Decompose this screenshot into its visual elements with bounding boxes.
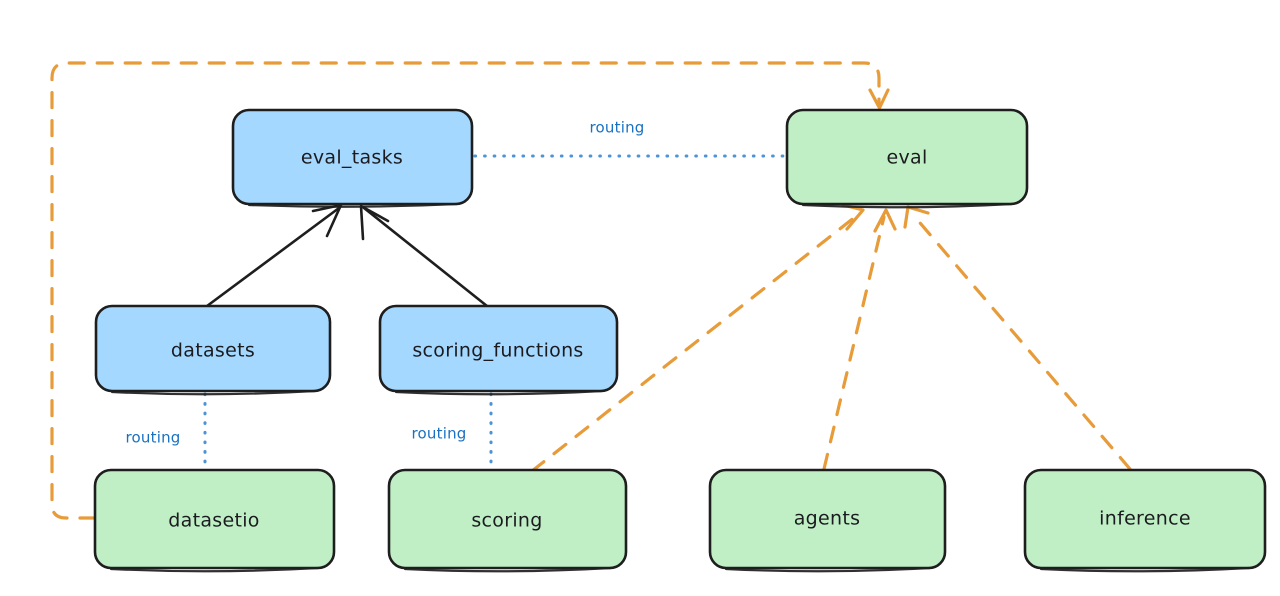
node-datasetio-sketch-stroke [109,566,320,573]
edge-layer-solid [201,203,494,312]
node-inference[interactable]: inference [1023,468,1267,573]
edge-layer-dashed [50,61,1132,520]
edge-label-routing-datasets-datasetio: routing [126,429,181,447]
node-eval-shape [785,108,1029,206]
edge-label-routing-eval_tasks-eval: routing [590,119,645,137]
node-datasets-label: datasets [171,340,255,362]
edge-datasets-to-eval_tasks [201,203,343,311]
node-datasets[interactable]: datasets [94,304,332,396]
node-scoring_functions-shape [378,304,619,393]
node-eval_tasks-label: eval_tasks [301,147,403,169]
node-inference-label: inference [1099,508,1191,530]
node-scoring_functions-label: scoring_functions [412,340,583,362]
node-eval-sketch-stroke [801,202,1014,209]
edge-datasetio-to-eval [50,61,890,520]
edge-label-routing-scoring_functions-scoring: routing [412,425,467,443]
node-layer: eval_tasks eval datasets scoring_functio… [93,108,1267,573]
node-eval_tasks[interactable]: eval_tasks [231,108,474,208]
node-scoring_functions[interactable]: scoring_functions [378,304,619,396]
node-scoring-sketch-stroke [403,566,613,573]
node-scoring[interactable]: scoring [387,468,628,573]
node-datasets-shape [94,304,332,393]
node-agents-sketch-stroke [724,566,932,573]
node-datasetio-label: datasetio [168,510,259,532]
edge-inference-to-eval [903,205,1132,471]
node-inference-sketch-stroke [1039,566,1251,573]
node-agents-label: agents [794,508,861,530]
node-datasetio-shape [93,468,336,570]
node-agents-shape [708,468,947,570]
node-eval-label: eval [886,147,927,169]
edge-label-layer: routing routing routing [126,119,645,447]
edge-scoring_functions-to-eval_tasks [359,204,494,312]
node-scoring-shape [387,468,628,570]
edge-agents-to-eval [822,208,897,471]
node-inference-shape [1023,468,1267,570]
edge-layer-dotted [203,154,788,470]
node-eval_tasks-shape [231,108,474,206]
node-datasetio[interactable]: datasetio [93,468,336,573]
node-scoring_functions-sketch-stroke [394,389,604,396]
node-eval_tasks-sketch-stroke [247,202,459,208]
node-eval[interactable]: eval [785,108,1029,209]
node-datasets-sketch-stroke [110,389,317,396]
node-agents[interactable]: agents [708,468,947,573]
node-scoring-label: scoring [471,510,542,532]
